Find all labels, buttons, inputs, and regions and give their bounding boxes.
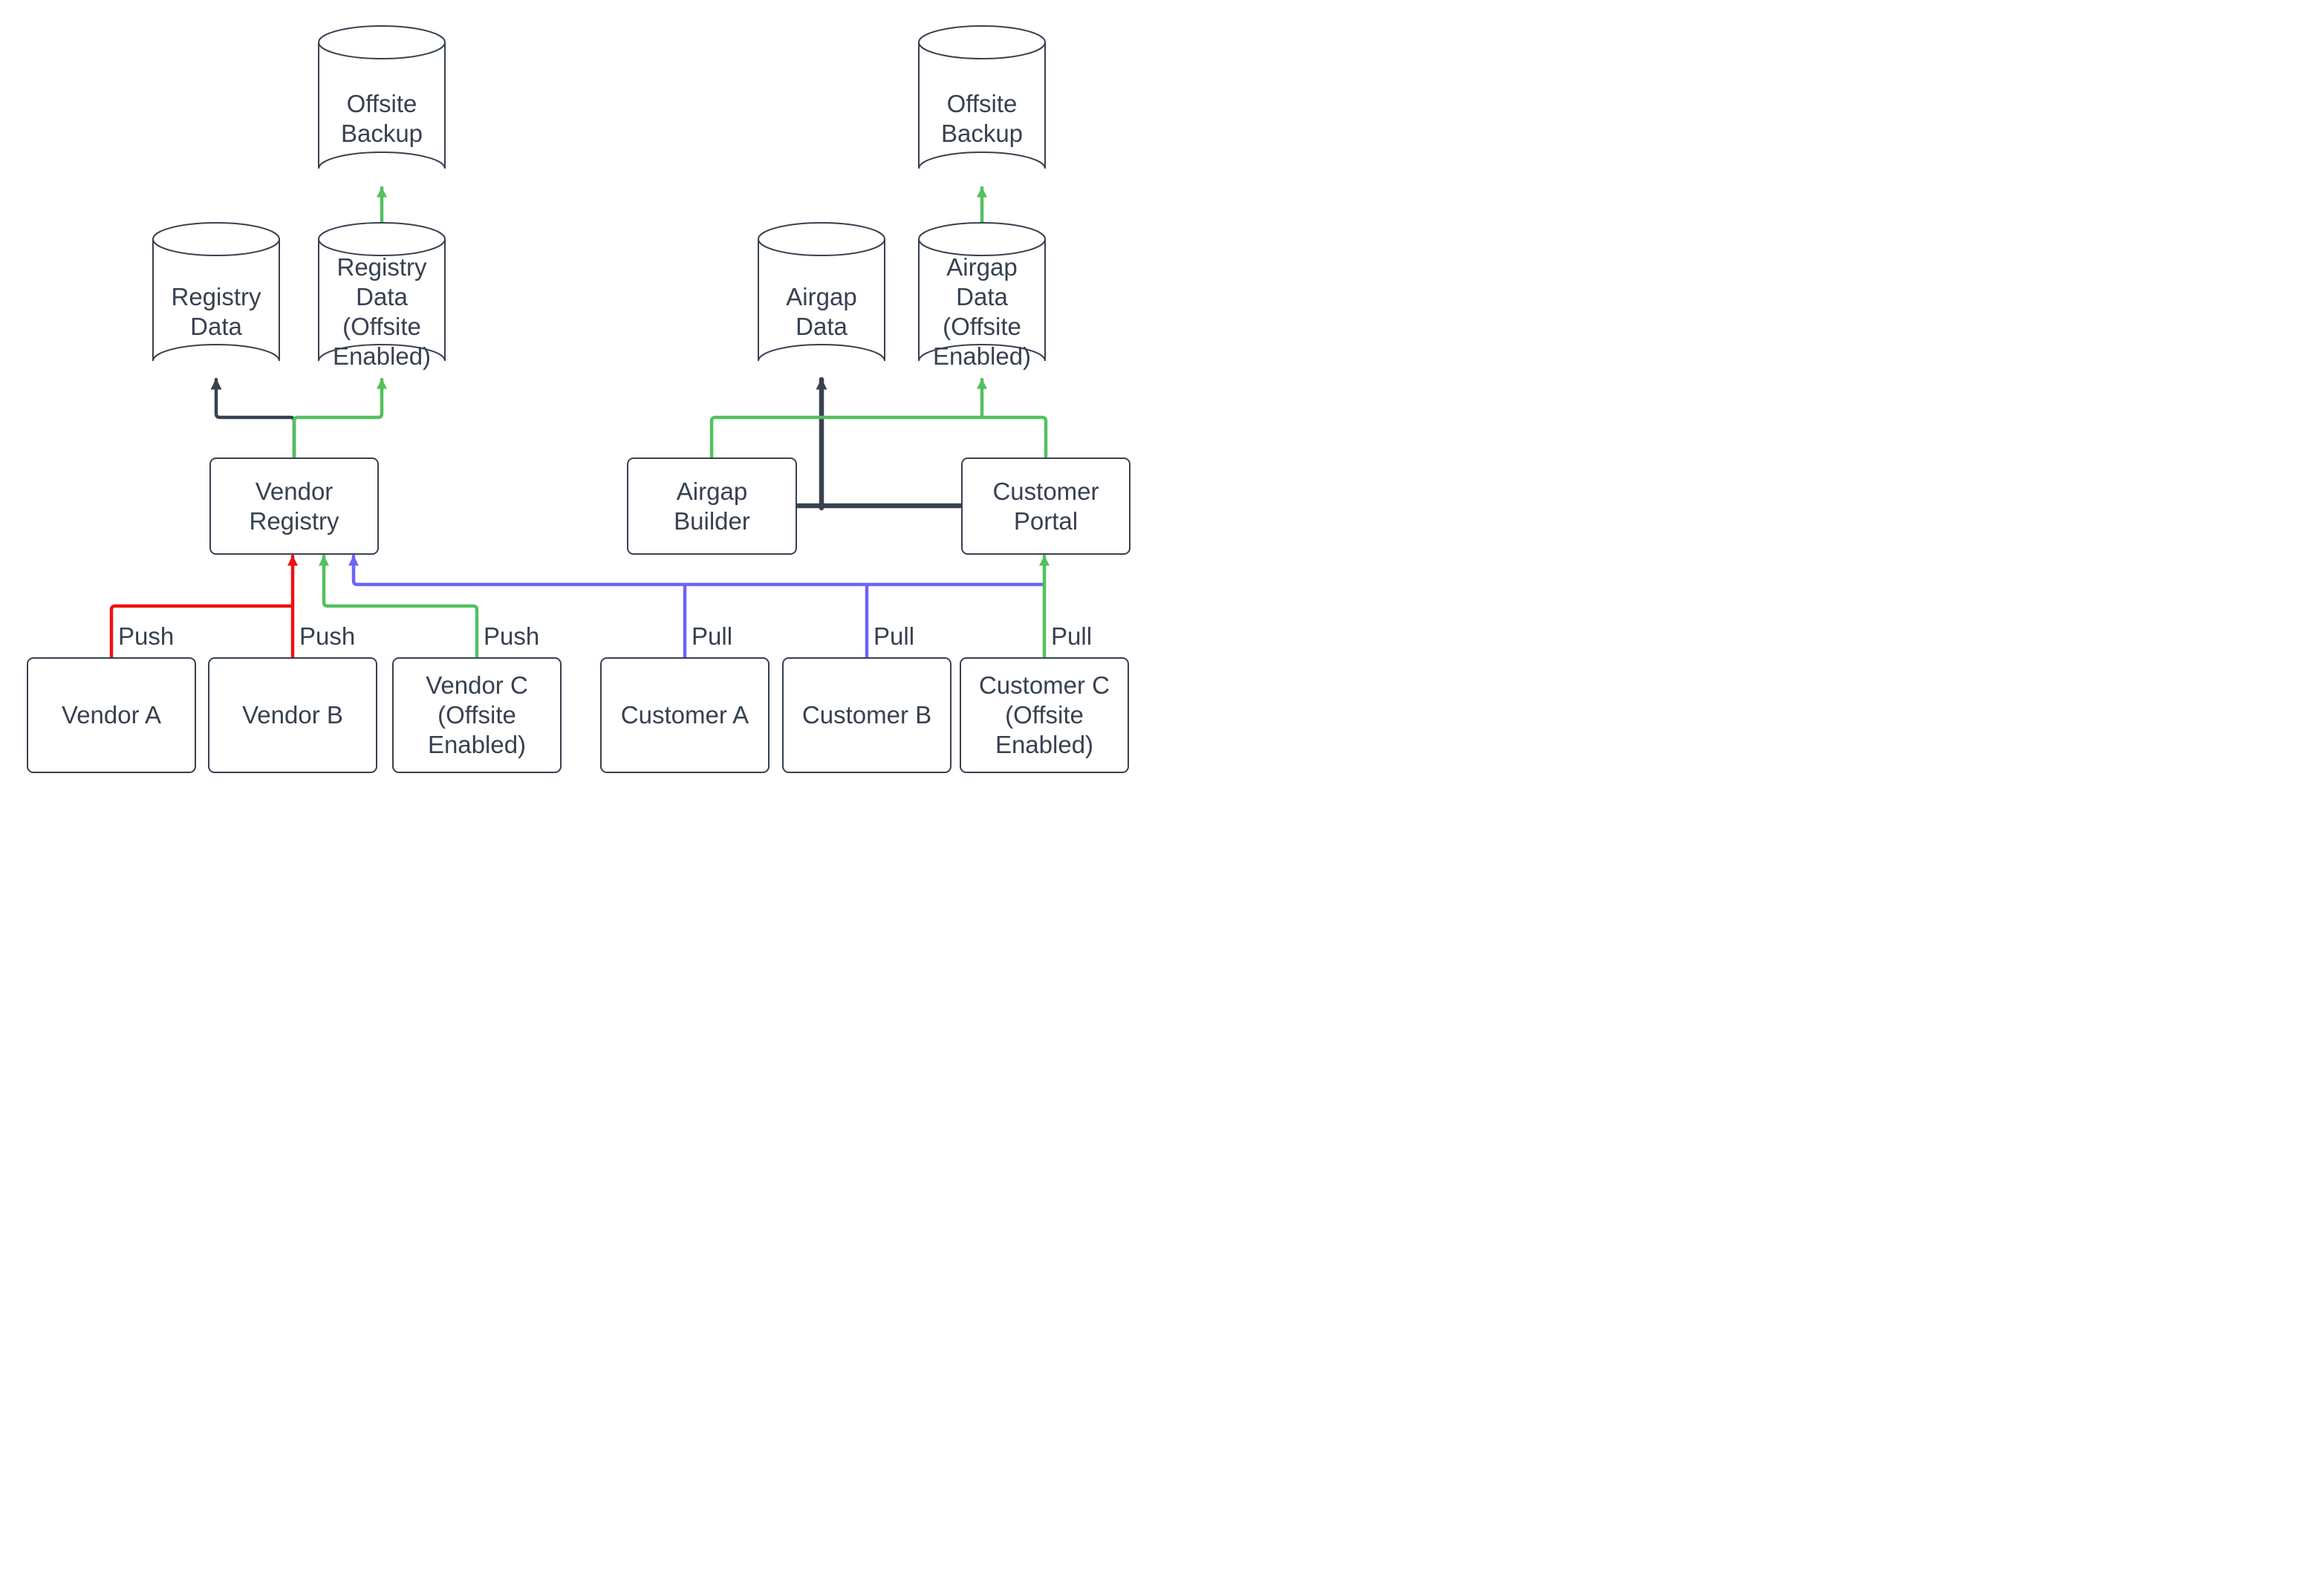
edge-label-pull-customer-a: Pull <box>692 622 733 650</box>
node-customer-portal-label: Customer Portal <box>992 477 1099 535</box>
node-airgap-builder-label: Airgap Builder <box>674 477 750 535</box>
node-offsite-backup-right-shape <box>918 25 1046 169</box>
node-vendor-registry-shape <box>209 457 379 555</box>
edge-label-pull-customer-c: Pull <box>1051 622 1093 650</box>
node-customer-c-shape <box>960 657 1129 773</box>
node-customer-b-label: Customer B <box>801 701 932 729</box>
node-registry-data-offsite-label: Registry Data (Offsite Enabled) <box>332 253 432 370</box>
node-registry-data-shape <box>152 222 280 362</box>
node-vendor-c-shape <box>392 657 562 773</box>
node-airgap-data-label: Airgap Data <box>786 283 857 340</box>
edge-vendor-registry-to-registry-data-offsite <box>292 377 387 460</box>
edge-vendor-a-push <box>109 604 295 660</box>
diagram-canvas: Offsite Backup Registry Data Registry Da… <box>0 0 1156 798</box>
node-offsite-backup-left-label: Offsite Backup <box>340 90 423 147</box>
node-vendor-c-label: Vendor C (Offsite Enabled) <box>426 671 528 758</box>
edge-vendor-c-push <box>319 554 479 660</box>
node-customer-a-label: Customer A <box>620 701 749 729</box>
edge-label-push-vendor-b: Push <box>299 622 356 650</box>
node-customer-b-shape <box>782 657 951 773</box>
node-vendor-b-label: Vendor B <box>242 701 343 729</box>
node-customer-c-label: Customer C (Offsite Enabled) <box>978 671 1110 758</box>
node-vendor-b-shape <box>208 657 377 773</box>
node-vendor-registry-label: Vendor Registry <box>249 477 339 535</box>
node-customer-portal-shape <box>961 457 1131 555</box>
node-vendor-a-shape <box>27 657 196 773</box>
edge-customers-pull-to-vendor-registry <box>348 554 1047 587</box>
node-offsite-backup-left-shape <box>318 25 446 169</box>
edge-airgap-builder-to-customer-portal-green <box>709 415 1048 460</box>
node-airgap-data-shape <box>758 222 885 362</box>
edge-vendor-registry-to-registry-data <box>210 377 296 460</box>
node-customer-a-shape <box>600 657 770 773</box>
node-airgap-data-offsite-label: Airgap Data (Offsite Enabled) <box>932 253 1032 370</box>
edge-label-push-vendor-a: Push <box>118 622 175 650</box>
edge-label-push-vendor-c: Push <box>484 622 540 650</box>
node-registry-data-offsite-shape <box>318 222 446 362</box>
edge-label-pull-customer-b: Pull <box>874 622 915 650</box>
node-airgap-builder-shape <box>627 457 797 555</box>
node-vendor-a-label: Vendor A <box>62 701 161 729</box>
node-airgap-data-offsite-shape <box>918 222 1046 362</box>
diagram-graphics <box>27 25 1131 773</box>
node-offsite-backup-right-label: Offsite Backup <box>940 90 1024 147</box>
node-registry-data-label: Registry Data <box>171 283 261 340</box>
